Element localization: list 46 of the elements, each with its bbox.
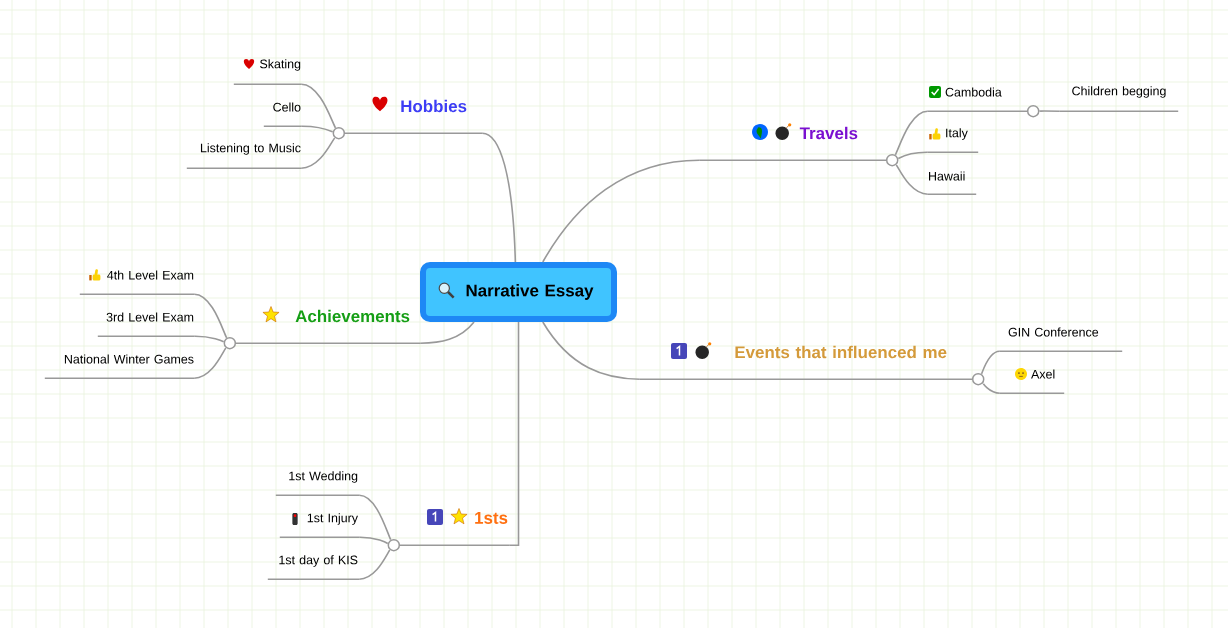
branch-line xyxy=(300,125,334,133)
subtopic-text: 1st Wedding xyxy=(275,471,360,496)
branch-line xyxy=(358,494,392,541)
subtopic-text: Children begging xyxy=(1059,86,1179,112)
branch-line xyxy=(193,335,225,343)
node-label: Hobbies xyxy=(401,99,467,113)
branch-line xyxy=(358,549,391,580)
subtopic-text: National Winter Games xyxy=(44,354,195,379)
node-label: Events that influenced me xyxy=(735,345,947,359)
subtopic-text: 3rd Level Exam xyxy=(97,312,195,337)
subtopic-text: Hawaii xyxy=(927,171,977,195)
subtopic-text: 1st day of KIS xyxy=(267,555,360,580)
branch-line xyxy=(300,137,336,169)
branch-line xyxy=(300,83,337,129)
branch-line xyxy=(895,164,929,195)
branch-topic: Achievements xyxy=(223,309,421,350)
branch-line xyxy=(980,350,1001,375)
subtopic-text: 1st Injury xyxy=(279,513,360,538)
branch-line xyxy=(419,321,475,344)
branch-topic: Hobbies xyxy=(332,99,483,140)
subtopic-text: Listening to Music xyxy=(186,143,302,169)
branch-line xyxy=(481,132,517,263)
subtopic-text: Italy xyxy=(927,128,979,153)
branch-line xyxy=(1038,110,1061,112)
branch-line xyxy=(542,321,641,380)
branch-line xyxy=(193,293,228,339)
branch-line xyxy=(193,347,227,379)
subtopic-text: Cambodia xyxy=(927,87,1040,118)
node-label: Travels xyxy=(799,126,858,140)
central-topic-box: Narrative Essay xyxy=(420,262,617,322)
branch-line xyxy=(508,321,520,546)
branch-line xyxy=(542,159,701,263)
node-label: 1sts xyxy=(475,512,508,524)
branch-line xyxy=(982,382,1001,394)
branch-topic: Events that influenced me xyxy=(639,345,985,386)
branch-topic: 1sts xyxy=(387,512,510,552)
subtopic-text: Skating xyxy=(233,59,302,85)
subtopic-text: Cello xyxy=(263,102,302,127)
subtopic-text: GIN Conference xyxy=(999,327,1123,352)
branch-topic: Travels xyxy=(699,126,899,167)
branch-line xyxy=(358,536,389,545)
branch-line xyxy=(897,151,929,160)
subtopic-text: 4th Level Exam xyxy=(79,270,195,295)
subtopic-text: Axel xyxy=(999,369,1065,394)
node-label: Achievements xyxy=(295,309,410,323)
branch-line xyxy=(894,110,929,156)
